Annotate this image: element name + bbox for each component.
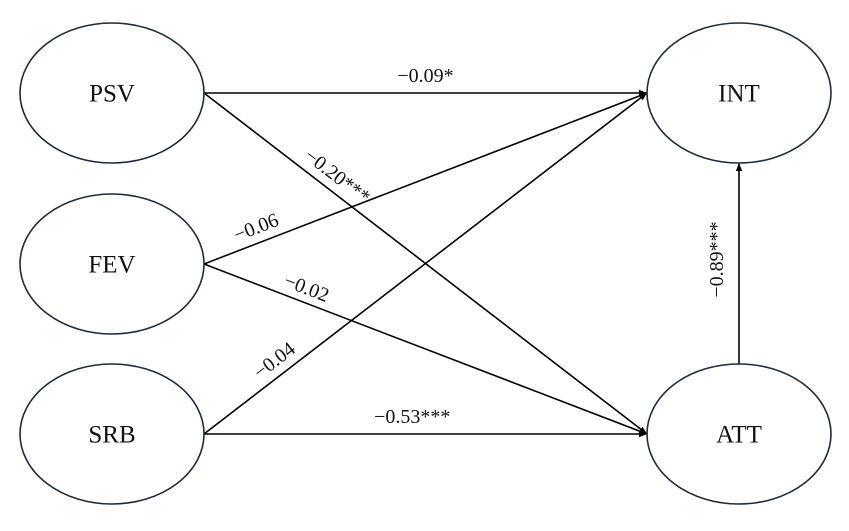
coefficient-label-fev-to-att: −0.02 <box>281 270 332 307</box>
node-label-fev: FEV <box>88 252 135 279</box>
coefficient-label-att-to-int: −0.89*** <box>706 221 728 297</box>
edges-layer <box>203 89 743 438</box>
node-label-att: ATT <box>716 422 762 449</box>
node-att: ATT <box>646 363 832 505</box>
path-arrow-fev-to-att <box>203 263 648 435</box>
coefficient-label-srb-to-att: −0.53*** <box>374 406 450 428</box>
nodes-layer: PSV FEV SRB INT ATT <box>19 22 832 505</box>
coefficient-label-srb-to-int: −0.04 <box>250 338 300 384</box>
node-fev: FEV <box>19 193 205 335</box>
node-ellipse-int <box>646 22 832 164</box>
coefficient-label-psv-to-int: −0.09* <box>397 65 453 87</box>
node-int: INT <box>646 22 832 164</box>
node-srb: SRB <box>19 363 205 505</box>
node-label-psv: PSV <box>89 81 135 108</box>
node-ellipse-srb <box>19 363 205 505</box>
node-ellipse-att <box>646 363 832 505</box>
path-arrow-fev-to-int <box>203 92 648 265</box>
node-psv: PSV <box>19 22 205 164</box>
node-ellipse-psv <box>19 22 205 164</box>
node-ellipse-fev <box>19 193 205 335</box>
path-arrow-srb-to-int <box>203 92 648 435</box>
node-label-srb: SRB <box>88 422 135 449</box>
coefficient-label-fev-to-int: −0.06 <box>231 209 282 246</box>
node-label-int: INT <box>718 81 760 108</box>
